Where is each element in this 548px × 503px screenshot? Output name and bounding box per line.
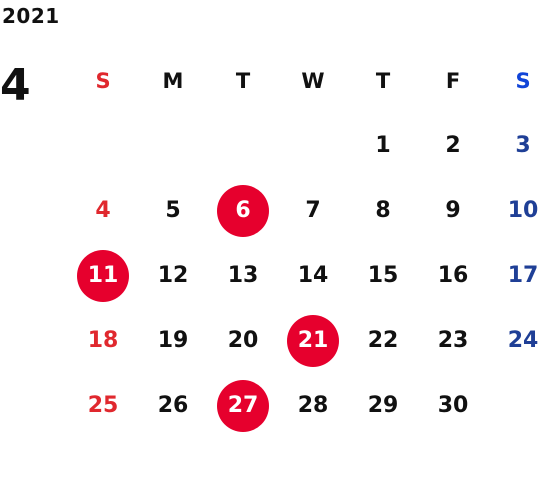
day-cell: 9 (418, 178, 488, 243)
day-number: 7 (305, 198, 321, 223)
day-number: 25 (87, 393, 119, 418)
day-cell: 19 (138, 308, 208, 373)
day-cell: 10 (488, 178, 548, 243)
day-cell: 22 (348, 308, 418, 373)
year-label: 2021 (2, 4, 60, 28)
week-row: 1 2 3 (68, 113, 548, 178)
day-cell: 1 (348, 113, 418, 178)
day-cell: 14 (278, 243, 348, 308)
day-number: 5 (165, 198, 181, 223)
weekday-friday: F (445, 68, 461, 93)
weekday-wednesday: W (301, 68, 325, 93)
day-number: 22 (367, 328, 399, 353)
weekday-tuesday: T (235, 68, 251, 93)
day-number: 1 (375, 133, 391, 158)
day-cell: 4 (68, 178, 138, 243)
day-cell (208, 113, 278, 178)
day-cell: 18 (68, 308, 138, 373)
day-number: 16 (437, 263, 469, 288)
day-cell (138, 113, 208, 178)
day-number: 14 (297, 263, 329, 288)
day-cell: 21 (278, 308, 348, 373)
day-cell: 24 (488, 308, 548, 373)
day-number: 19 (157, 328, 189, 353)
day-cell: 16 (418, 243, 488, 308)
day-cell: 8 (348, 178, 418, 243)
day-cell: 5 (138, 178, 208, 243)
highlighted-day-number: 27 (217, 379, 269, 432)
day-number: 10 (507, 198, 539, 223)
day-number: 24 (507, 328, 539, 353)
day-number: 20 (227, 328, 259, 353)
day-cell: 23 (418, 308, 488, 373)
day-number: 23 (437, 328, 469, 353)
day-cell: 25 (68, 373, 138, 438)
day-cell: 20 (208, 308, 278, 373)
highlighted-day-number: 11 (77, 249, 129, 302)
day-number: 26 (157, 393, 189, 418)
weekday-monday: M (162, 68, 184, 93)
day-number: 12 (157, 263, 189, 288)
month-number: 4 (0, 60, 31, 111)
day-cell: 13 (208, 243, 278, 308)
week-row: 11 12 13 14 15 16 17 (68, 243, 548, 308)
day-cell (278, 113, 348, 178)
highlighted-day-number: 21 (287, 314, 339, 367)
day-cell: 26 (138, 373, 208, 438)
day-number: 13 (227, 263, 259, 288)
day-number: 29 (367, 393, 399, 418)
day-cell: 12 (138, 243, 208, 308)
day-cell: 3 (488, 113, 548, 178)
day-number: 30 (437, 393, 469, 418)
day-cell: 17 (488, 243, 548, 308)
day-cell: 27 (208, 373, 278, 438)
day-cell (488, 373, 548, 438)
day-number: 3 (515, 133, 531, 158)
day-number: 4 (95, 198, 111, 223)
weekday-sunday: S (95, 68, 111, 93)
day-cell: 11 (68, 243, 138, 308)
highlighted-day-number: 6 (217, 184, 269, 237)
day-number: 15 (367, 263, 399, 288)
day-number: 8 (375, 198, 391, 223)
day-cell: 28 (278, 373, 348, 438)
day-number: 9 (445, 198, 461, 223)
day-cell: 30 (418, 373, 488, 438)
week-row: 25 26 27 28 29 30 (68, 373, 548, 438)
day-number: 18 (87, 328, 119, 353)
weekday-header-row: S M T W T F S (68, 48, 548, 113)
weekday-thursday: T (375, 68, 391, 93)
day-cell: 6 (208, 178, 278, 243)
day-cell: 29 (348, 373, 418, 438)
calendar-grid: S M T W T F S 1 2 3 4 5 6 7 8 9 10 11 12… (68, 48, 548, 438)
day-cell (68, 113, 138, 178)
week-row: 18 19 20 21 22 23 24 (68, 308, 548, 373)
day-number: 2 (445, 133, 461, 158)
day-number: 17 (507, 263, 539, 288)
day-number: 28 (297, 393, 329, 418)
day-cell: 15 (348, 243, 418, 308)
day-cell: 2 (418, 113, 488, 178)
day-cell: 7 (278, 178, 348, 243)
weekday-saturday: S (515, 68, 531, 93)
week-row: 4 5 6 7 8 9 10 (68, 178, 548, 243)
